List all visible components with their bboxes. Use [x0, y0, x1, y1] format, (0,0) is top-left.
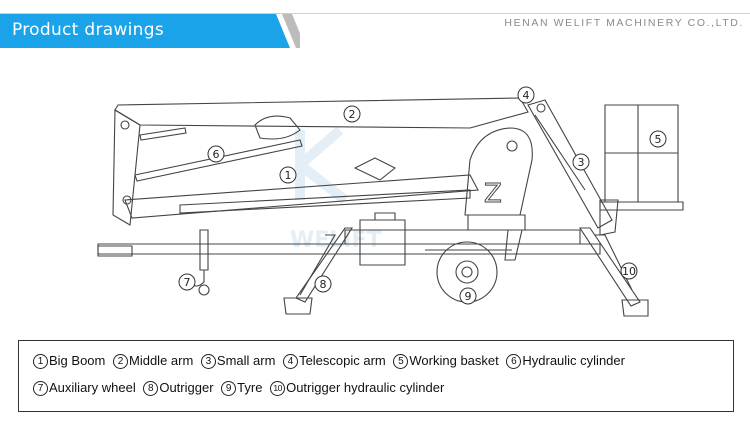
legend-label: Big Boom: [49, 353, 106, 368]
company-name: HENAN WELIFT MACHINERY CO.,LTD.: [504, 17, 744, 29]
machine-outline: [97, 97, 684, 317]
post-pivot: [506, 140, 518, 152]
arm-bracket: [254, 115, 301, 140]
callout-2: 2: [343, 105, 361, 123]
boom-bracket: [353, 157, 397, 181]
knuckle-pin-lower: [122, 195, 132, 205]
turntable-post: [464, 127, 533, 216]
tyre-axle: [461, 266, 473, 278]
legend-label: Outrigger hydraulic cylinder: [286, 380, 445, 395]
small-arm: [527, 99, 613, 229]
legend-label: Tyre: [237, 380, 263, 395]
callout-4-label: 4: [523, 89, 530, 102]
callout-7-label: 7: [184, 276, 191, 289]
callout-7: 7: [178, 273, 196, 291]
legend-label: Middle arm: [129, 353, 194, 368]
hydraulic-cylinder: [134, 139, 303, 182]
legend-number: 4: [283, 354, 299, 369]
callout-3-label: 3: [578, 156, 585, 169]
callout-3: 3: [572, 153, 590, 171]
legend-label: Telescopic arm: [299, 353, 386, 368]
callout-9-label: 9: [465, 290, 472, 303]
turntable-base: [467, 214, 526, 231]
legend-label: Working basket: [409, 353, 499, 368]
aerial-lift-diagram: WELIFT: [97, 86, 684, 317]
page-title: Product drawings: [12, 20, 164, 40]
callout-10-label: 10: [622, 265, 636, 278]
callout-8: 8: [314, 275, 332, 293]
telescopic-pivot: [536, 103, 546, 113]
legend-number: 1: [33, 354, 48, 369]
title-tab: [0, 14, 300, 48]
tyre-hub: [455, 260, 479, 284]
legend-number: 8: [143, 381, 159, 396]
lower-link: [179, 189, 471, 214]
boom-knuckle: [112, 109, 141, 226]
post-logo: Z: [484, 179, 502, 209]
auxiliary-wheel: [198, 284, 210, 296]
engine-cap: [374, 212, 396, 221]
basket-bracket: [599, 199, 619, 236]
knuckle-pin: [120, 120, 130, 130]
header-divider: [0, 13, 750, 14]
basket-rails: [605, 105, 678, 202]
callout-2-label: 2: [349, 108, 356, 121]
callout-9: 9: [459, 287, 477, 305]
basket-floor: [599, 201, 684, 211]
callout-4: 4: [517, 86, 535, 104]
callouts: 1 2 3 4 5 6 7: [178, 86, 667, 305]
callout-1-label: 1: [285, 169, 292, 182]
callout-8-label: 8: [320, 278, 327, 291]
middle-arm: [114, 97, 529, 129]
outrigger-right-foot: [621, 299, 649, 317]
small-arm-cylinder: [534, 114, 586, 191]
big-boom: [124, 174, 479, 219]
callout-5-label: 5: [655, 133, 662, 146]
callout-6-label: 6: [213, 148, 220, 161]
legend-number: 10: [270, 381, 286, 396]
legend-number: 3: [200, 354, 216, 369]
callout-1: 1: [279, 166, 297, 184]
outrigger-right: [578, 227, 641, 307]
tow-hitch: [97, 245, 133, 257]
legend-label: Hydraulic cylinder: [522, 353, 625, 368]
rear-support: [504, 229, 523, 261]
callout-10: 10: [620, 262, 638, 280]
upper-cylinder: [139, 127, 187, 141]
header: Product drawings HENAN WELIFT MACHINERY …: [0, 0, 750, 48]
callout-5: 5: [649, 130, 667, 148]
callout-6: 6: [207, 145, 225, 163]
legend-number: 7: [33, 381, 48, 396]
watermark-logo: [295, 126, 349, 204]
legend-label: Small arm: [216, 353, 276, 368]
legend-label: Auxiliary wheel: [49, 380, 136, 395]
legend-number: 5: [393, 354, 409, 369]
outrigger-left-foot: [283, 297, 313, 315]
legend-number: 6: [506, 354, 522, 369]
auxiliary-wheel-post: [199, 229, 209, 271]
legend-label: Outrigger: [159, 380, 214, 395]
legend-number: 9: [221, 381, 237, 396]
outrigger-left-cylinder: [299, 234, 336, 296]
legend-number: 2: [113, 354, 128, 369]
product-drawing: WELIFT: [0, 50, 750, 335]
